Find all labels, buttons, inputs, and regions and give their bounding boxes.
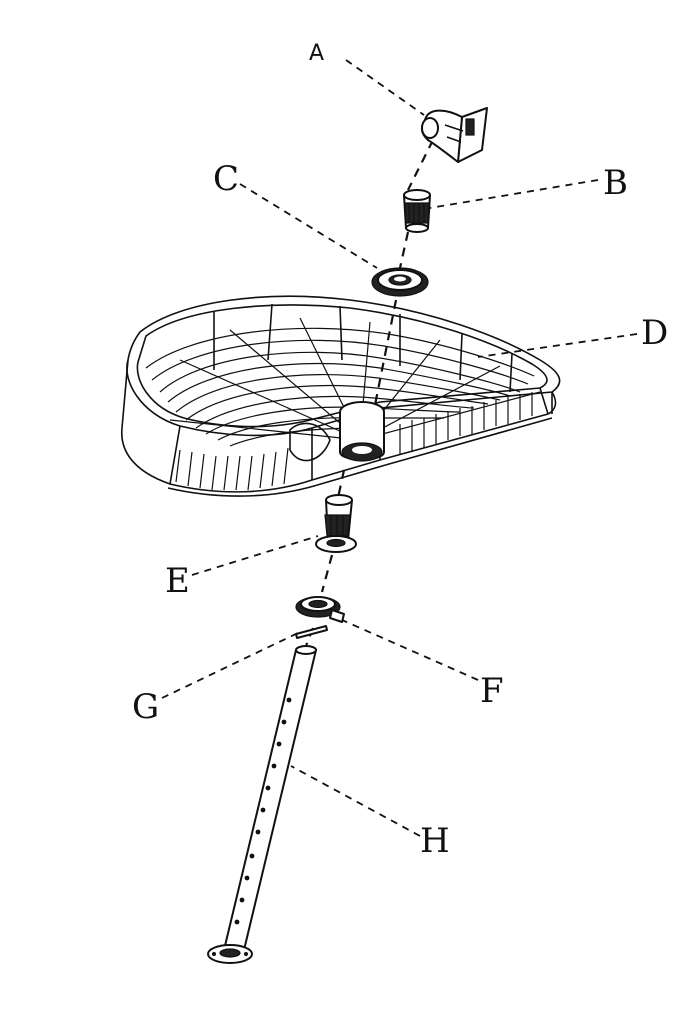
part-a-bracket bbox=[421, 107, 488, 163]
part-g-pin bbox=[295, 625, 328, 639]
part-d-wire-basket bbox=[120, 295, 561, 497]
part-e-bushing bbox=[315, 494, 357, 553]
label-e: E bbox=[165, 561, 190, 601]
part-f-collar bbox=[295, 596, 345, 623]
leader-d bbox=[477, 333, 638, 358]
leader-a bbox=[345, 59, 425, 116]
part-h-pole bbox=[207, 645, 317, 964]
leader-lines bbox=[161, 59, 638, 837]
part-b-bushing bbox=[403, 189, 431, 233]
label-c: C bbox=[213, 159, 239, 199]
leader-c bbox=[239, 183, 378, 269]
part-c-washer bbox=[371, 267, 429, 297]
leader-h bbox=[290, 765, 421, 837]
label-g: G bbox=[132, 687, 159, 727]
leader-g bbox=[161, 631, 301, 699]
label-h: H bbox=[420, 821, 450, 861]
label-a: A bbox=[309, 41, 324, 66]
label-d: D bbox=[641, 313, 668, 353]
leader-f bbox=[341, 619, 479, 681]
leader-b bbox=[429, 179, 599, 209]
leader-e bbox=[191, 535, 319, 576]
label-b: B bbox=[603, 163, 628, 203]
label-f: F bbox=[480, 671, 504, 711]
